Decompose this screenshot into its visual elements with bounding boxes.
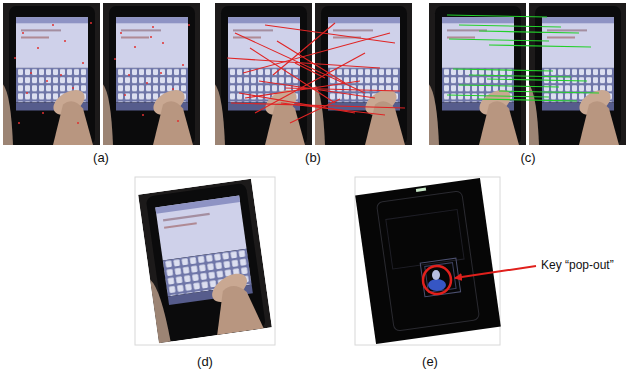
leader-arrow bbox=[455, 266, 536, 278]
panel-label: (d) bbox=[197, 355, 213, 370]
photo-panel bbox=[215, 3, 412, 145]
photo-panel bbox=[3, 3, 200, 145]
panel-label: (a) bbox=[93, 151, 109, 166]
photo-panel bbox=[429, 3, 626, 145]
panel-label: (b) bbox=[305, 151, 321, 166]
panel-label: (c) bbox=[520, 151, 535, 166]
panel-label: (e) bbox=[422, 355, 438, 370]
difference-image bbox=[355, 177, 501, 345]
callout-text: Key “pop-out” bbox=[541, 259, 614, 273]
rectified-photo bbox=[135, 177, 275, 345]
